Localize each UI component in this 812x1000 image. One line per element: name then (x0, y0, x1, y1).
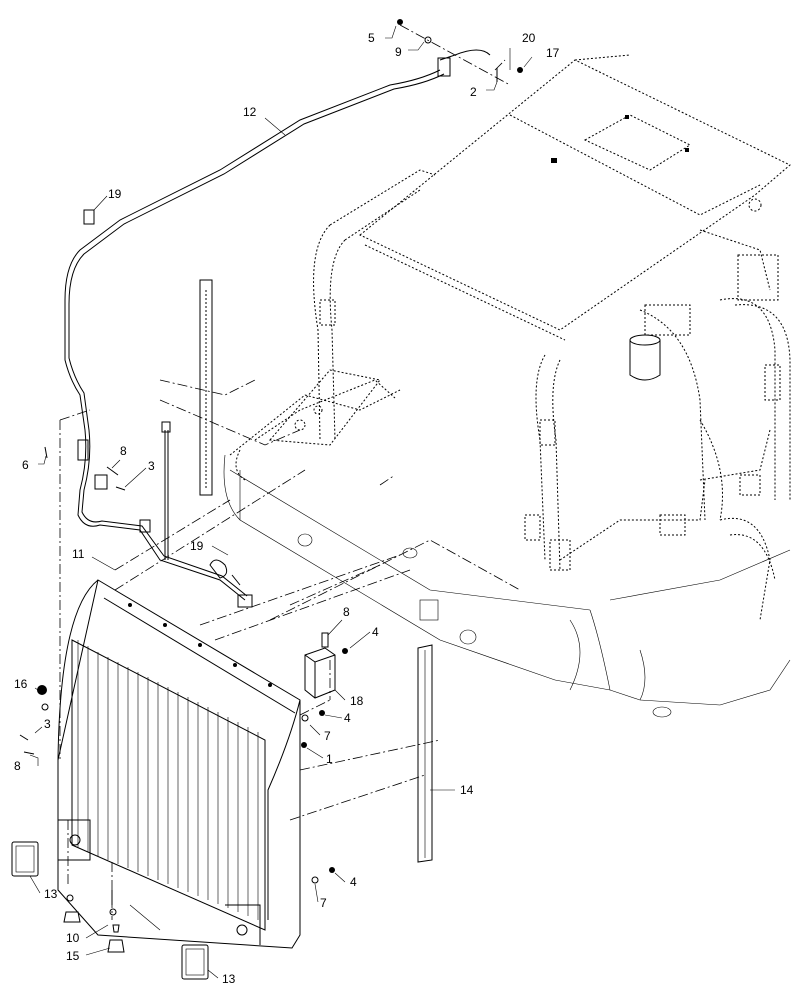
grille-panel (57, 579, 301, 949)
callout-17: 17 (546, 46, 560, 60)
callout-8-lower: 8 (14, 759, 21, 773)
callout-11: 11 (72, 547, 85, 561)
seal-strip-left (199, 279, 213, 496)
rubber-mounts (63, 911, 125, 953)
callout-6: 6 (22, 458, 29, 472)
callout-3-lower: 3 (44, 717, 51, 731)
callout-12: 12 (243, 105, 257, 119)
hardware-fasteners (19, 19, 523, 916)
cab-phantom-outline (223, 54, 791, 718)
callout-10: 10 (66, 931, 80, 945)
callout-5: 5 (368, 31, 375, 45)
callout-20: 20 (522, 31, 536, 45)
callout-2: 2 (470, 85, 477, 99)
wiring-harness (64, 49, 491, 608)
callout-19-lower: 19 (190, 539, 204, 553)
callout-1: 1 (326, 752, 333, 766)
light-13-left (11, 841, 39, 877)
callout-7-lower: 7 (320, 896, 327, 910)
callout-7-upper: 7 (324, 729, 331, 743)
callout-9: 9 (395, 45, 402, 59)
callout-16: 16 (14, 677, 28, 691)
callout-8-bracket: 8 (343, 605, 350, 619)
callout-15: 15 (66, 949, 80, 963)
grille-slats (77, 640, 259, 920)
assembly-lines (59, 24, 521, 920)
callout-4-middle: 4 (344, 711, 351, 725)
bracket-18 (304, 632, 336, 699)
callout-13-left: 13 (44, 887, 58, 901)
callout-14: 14 (460, 783, 474, 797)
callout-13-bottom: 13 (222, 972, 236, 986)
callout-18: 18 (350, 694, 364, 708)
light-13-bottom (181, 944, 209, 980)
callout-19-upper: 19 (108, 187, 122, 201)
callout-8-upper: 8 (120, 444, 127, 458)
leader-lines (29, 25, 533, 979)
callout-4-bracket: 4 (372, 625, 379, 639)
callout-3-upper: 3 (148, 459, 155, 473)
seal-strip-14 (417, 644, 433, 863)
callout-4-lower: 4 (350, 875, 357, 889)
callout-labels: 5 9 20 17 2 12 19 6 8 3 11 19 8 4 18 16 … (14, 31, 560, 986)
